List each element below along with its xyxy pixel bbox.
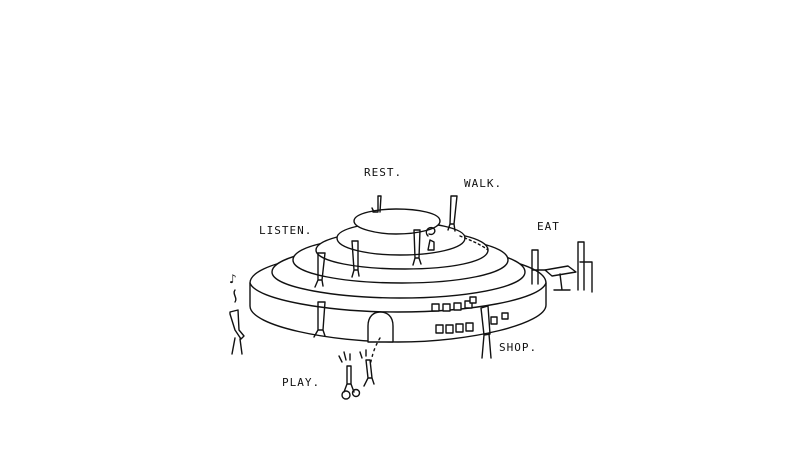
label-listen: LISTEN. — [259, 224, 313, 237]
figure-listening: ♪ — [229, 272, 245, 355]
label-rest: REST. — [364, 166, 403, 179]
svg-text:♪: ♪ — [229, 272, 237, 286]
figure-center — [412, 229, 422, 266]
label-walk: WALK. — [464, 177, 503, 190]
figure-walking — [447, 195, 458, 232]
figures-playing — [338, 349, 375, 400]
windows-lower — [435, 316, 498, 334]
arched-entrance — [367, 311, 394, 343]
label-shop: SHOP. — [499, 341, 538, 354]
figure-top-left — [351, 240, 360, 278]
figure-base-left — [313, 301, 326, 338]
label-eat: EAT — [537, 220, 560, 233]
spiral-sculpture — [425, 226, 436, 251]
figure-resting — [371, 195, 382, 213]
cafe-table — [531, 241, 593, 293]
windows-upper — [431, 296, 509, 320]
label-play: PLAY. — [282, 376, 321, 389]
figure-shopping — [480, 305, 492, 359]
figure-tier-left — [314, 252, 326, 288]
